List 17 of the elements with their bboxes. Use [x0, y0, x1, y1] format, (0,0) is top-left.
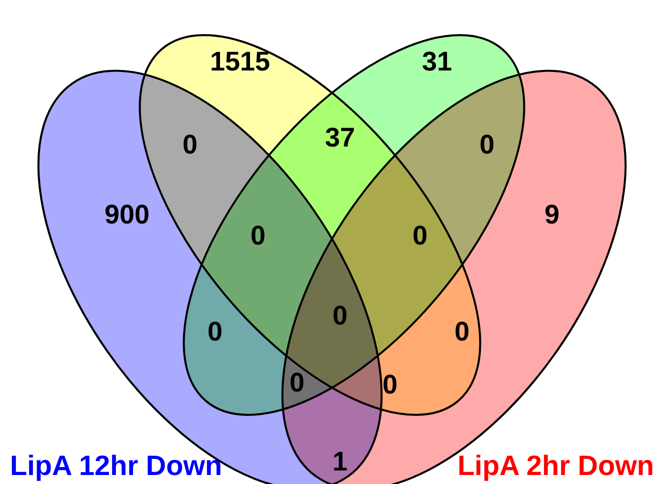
region-count: 0 [479, 132, 495, 158]
set-label: LipA 12hr Down [10, 452, 222, 480]
region-count: 9 [544, 202, 560, 228]
region-count: 1515 [210, 48, 270, 76]
region-count: 0 [382, 372, 398, 398]
set-label: LipA 2hr Down [457, 452, 654, 480]
region-count: 0 [182, 132, 198, 158]
region-count: 900 [104, 202, 150, 228]
region-count: 0 [412, 222, 428, 250]
region-count: 0 [289, 370, 305, 396]
region-count: 31 [422, 48, 452, 76]
region-count: 0 [454, 318, 470, 346]
region-count: 37 [324, 124, 356, 152]
region-count: 0 [332, 302, 348, 330]
region-count: 1 [332, 448, 348, 476]
region-count: 0 [250, 222, 266, 250]
region-count: 0 [207, 318, 223, 346]
